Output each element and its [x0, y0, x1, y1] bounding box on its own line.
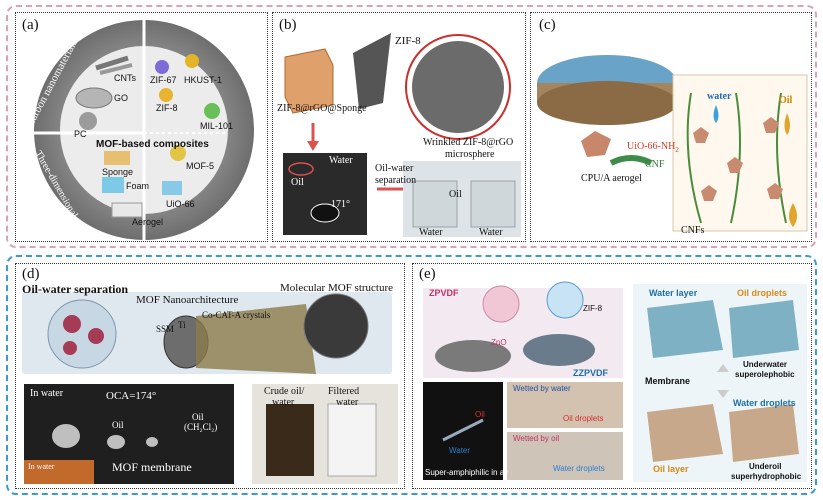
water-droplets-label: Water droplets: [733, 398, 796, 408]
panel-b-graphic: [273, 13, 526, 242]
nano-label: MOF Nanoarchitecture: [136, 294, 238, 306]
panel-b: (b) ZIF-8 ZIF-8@rGO@Sponge Wrinkled ZIF-…: [272, 12, 526, 242]
item-cnts: CNTs: [114, 73, 136, 83]
item-uio66: UiO-66: [166, 199, 195, 209]
zif8-label-e: ZIF-8: [583, 304, 602, 313]
item-foam: Foam: [126, 181, 149, 191]
water-layer-label: Water layer: [649, 288, 697, 298]
oil-droplets-label: Oil droplets: [737, 288, 787, 298]
panel-a: (a) Carbon nanomaterials Metal-organic f…: [15, 12, 268, 242]
water-left-label: Water: [419, 227, 443, 238]
item-sponge: Sponge: [102, 167, 133, 177]
panel-e-label: (e): [419, 266, 436, 283]
center-label: MOF-based composites: [96, 139, 209, 150]
oil-label-e: Oil: [475, 410, 485, 419]
zif8-label: ZIF-8: [395, 35, 421, 47]
filtered-label-2: water: [336, 397, 358, 408]
molecular-label: Molecular MOF structure: [280, 282, 393, 294]
separation-label-1: Oil-water: [375, 163, 413, 174]
wrinkled-label: Wrinkled ZIF-8@rGO: [423, 137, 513, 148]
oil-droplets-small: Oil droplets: [563, 414, 603, 423]
filtered-label-1: Filtered: [328, 386, 359, 397]
cnfs-label: CNFs: [681, 225, 704, 236]
wet-water-label: Wetted by water: [513, 384, 571, 393]
item-zif67: ZIF-67: [150, 75, 177, 85]
underwater-label-2: superolephobic: [735, 370, 795, 379]
uio66-crystal: [162, 181, 182, 195]
mil101-crystal: [204, 103, 220, 119]
microsphere-label: microsphere: [445, 149, 494, 160]
amphiphilic-label: Super-amphiphilic in air: [425, 468, 509, 477]
item-hkust1: HKUST-1: [184, 75, 222, 85]
panel-d-title: Oil-water separation: [22, 282, 128, 297]
uio-label: UiO-66-NH2: [627, 141, 679, 154]
hkust1-crystal: [185, 54, 199, 68]
panel-e: (e) ZPVDF ZIF-8 ZnO ZZPVDF Wetted by wat…: [412, 263, 812, 489]
uio-crystal: [581, 131, 611, 157]
crude-label-2: water: [272, 397, 294, 408]
water-label-e: Water: [449, 446, 470, 455]
uio-subscript: 2: [675, 146, 679, 154]
underwater-label-1: Underwater: [743, 360, 787, 369]
sponge-graphic: [104, 151, 130, 165]
go-graphic: [76, 88, 112, 108]
panel-d: (d) Oil-water separation MOF Nanoarchite…: [15, 263, 405, 489]
oil-beaker-label: Oil: [449, 189, 462, 200]
oil-label: Oil: [291, 177, 304, 188]
ti-label: Ti: [178, 320, 186, 330]
panel-c-label: (c): [539, 17, 556, 34]
zzpvdf-label: ZZPVDF: [573, 368, 608, 378]
item-pc: PC: [74, 129, 87, 139]
ch-formula-label: (CH₂Cl₂): [184, 422, 217, 432]
water-label-c: water: [707, 91, 731, 102]
oil-layer-label: Oil layer: [653, 464, 689, 474]
panel-c-graphic: [531, 13, 812, 242]
crude-label-1: Crude oil/: [264, 386, 304, 397]
aerogel-graphic: [112, 203, 142, 217]
panel-b-label: (b): [279, 17, 297, 34]
item-mil101: MIL-101: [200, 121, 233, 131]
zif67-crystal: [155, 60, 169, 74]
cnf-label: CNF: [645, 159, 664, 170]
angle-label: 171°: [331, 199, 350, 210]
uio-label-text: UiO-66-NH: [627, 141, 675, 152]
in-water-small-label: In water: [28, 462, 54, 471]
wet-oil-label: Wetted by oil: [513, 434, 559, 443]
ssm-label: SSM: [156, 324, 174, 334]
membrane-label-e: Membrane: [645, 376, 690, 386]
panel-d-label: (d): [22, 266, 40, 283]
panel-c: (c) UiO-66-NH2 CNF CPU/A aerogel water O…: [530, 12, 812, 242]
crystals-label: Co-CAT-A crystals: [202, 310, 270, 320]
oil-drop-label: Oil: [112, 420, 124, 430]
zif8-crystal: [159, 88, 173, 102]
oca-label: OCA=174°: [106, 390, 156, 402]
separation-label-2: separation: [375, 175, 416, 186]
in-water-label: In water: [30, 388, 63, 399]
membrane-label: MOF membrane: [112, 460, 192, 475]
oil-label-c: Oil: [779, 95, 792, 106]
water-label: Water: [329, 155, 353, 166]
water-right-label: Water: [479, 227, 503, 238]
item-aerogel: Aerogel: [132, 217, 163, 227]
underoil-label-1: Underoil: [749, 462, 781, 471]
item-zif8: ZIF-8: [156, 103, 178, 113]
panel-a-label: (a): [22, 17, 39, 34]
composite-label: ZIF-8@rGO@Sponge: [277, 103, 367, 114]
pc-graphic: [79, 112, 97, 130]
wrinkled-cone: [353, 33, 391, 109]
zno-label: ZnO: [491, 338, 507, 347]
water-droplets-small: Water droplets: [553, 464, 605, 473]
zpvdf-label: ZPVDF: [429, 288, 459, 298]
oil-ch-label: Oil: [192, 412, 204, 422]
aerogel-label: CPU/A aerogel: [581, 173, 642, 184]
item-mof5: MOF-5: [186, 161, 214, 171]
foam-graphic: [102, 177, 124, 193]
underoil-label-2: superhydrophobic: [731, 472, 801, 481]
item-go: GO: [114, 93, 128, 103]
